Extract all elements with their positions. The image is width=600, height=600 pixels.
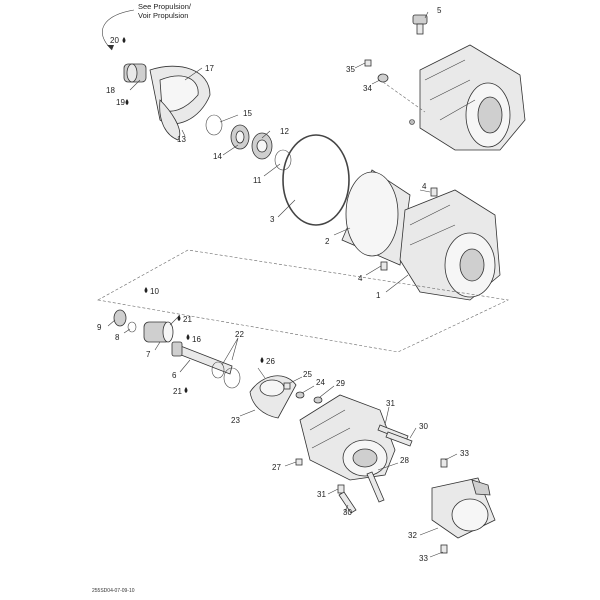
bolt-30-upper <box>385 431 413 447</box>
wear-ring-sleeve-2 <box>341 169 411 266</box>
callout-28: 28 <box>400 456 409 465</box>
callout-4-lower: 4 <box>358 274 363 283</box>
callout-30-upper: 30 <box>419 422 428 431</box>
guide-line-34 <box>382 81 426 113</box>
washer-29 <box>313 396 323 404</box>
footer-code: 255SD04-07-09-10 <box>92 588 135 594</box>
callout-19: 19 <box>116 98 125 107</box>
callout-3: 3 <box>270 215 275 224</box>
callout-10: 10 <box>150 287 159 296</box>
drop-icon <box>122 37 264 393</box>
callout-20: 20 <box>110 36 119 45</box>
callout-31-upper: 31 <box>386 399 395 408</box>
washer-34 <box>377 73 389 83</box>
callout-22: 22 <box>235 330 244 339</box>
o-ring-22-b <box>223 367 241 389</box>
bearing-7 <box>143 321 174 343</box>
callout-5: 5 <box>437 6 442 15</box>
callout-26: 26 <box>266 357 275 366</box>
screw-25 <box>283 382 291 390</box>
callout-25: 25 <box>303 370 312 379</box>
callout-7: 7 <box>146 350 151 359</box>
impeller-sleeve-18 <box>123 63 147 83</box>
venturi-housing <box>299 394 396 481</box>
o-ring-11 <box>274 149 292 171</box>
seal-12 <box>251 132 273 160</box>
callout-16: 16 <box>192 335 201 344</box>
wear-ring-3 <box>282 134 350 226</box>
callout-8: 8 <box>115 333 120 342</box>
screw-33-upper <box>440 458 448 468</box>
callout-13: 13 <box>177 135 186 144</box>
callout-34: 34 <box>363 84 372 93</box>
thrust-washer-14 <box>230 124 250 150</box>
callout-14: 14 <box>213 152 222 161</box>
grouping-outline <box>97 249 510 353</box>
vent-cap <box>412 14 428 35</box>
callout-33-lower: 33 <box>419 554 428 563</box>
callout-30-lower: 30 <box>343 508 352 517</box>
callout-33-upper: 33 <box>460 449 469 458</box>
note-arrow <box>102 9 135 51</box>
callout-21-upper: 21 <box>183 315 192 324</box>
note-line-1: See Propulsion/ <box>138 2 192 11</box>
seal-9 <box>113 309 127 327</box>
note-line-2: Voir Propulsion <box>138 11 188 20</box>
callout-31-lower: 31 <box>317 490 326 499</box>
washer-24 <box>295 391 305 399</box>
callout-32: 32 <box>408 531 417 540</box>
callout-24: 24 <box>316 378 325 387</box>
callout-29: 29 <box>336 379 345 388</box>
upper-housing <box>409 44 526 151</box>
leader-lines <box>107 11 458 558</box>
callout-labels: 1 2 3 4 4 5 6 7 8 9 10 11 12 13 14 15 16… <box>97 6 469 563</box>
callout-12: 12 <box>280 127 289 136</box>
callout-11: 11 <box>253 176 262 185</box>
callout-4-upper: 4 <box>422 182 427 191</box>
screw-27 <box>295 458 303 466</box>
screw-4-lower <box>380 261 388 271</box>
circlip-15 <box>205 114 223 136</box>
o-ring-22-a <box>211 361 225 379</box>
shaft-6 <box>171 341 233 375</box>
screw-4-upper <box>430 187 438 197</box>
callout-1: 1 <box>376 291 381 300</box>
cover-23 <box>249 375 297 419</box>
callout-35: 35 <box>346 65 355 74</box>
o-ring-8 <box>127 321 137 333</box>
nozzle-32 <box>431 477 496 539</box>
screw-33-lower <box>440 544 448 554</box>
bolt-28 <box>366 471 385 503</box>
callout-9: 9 <box>97 323 102 332</box>
bolt-30-lower <box>338 491 357 514</box>
see-propulsion-note: See Propulsion/ Voir Propulsion <box>102 2 192 51</box>
bolt-31-lower <box>337 484 345 494</box>
callout-2: 2 <box>325 237 330 246</box>
impeller-housing-1 <box>399 189 501 301</box>
screw-35 <box>364 59 372 67</box>
callout-6: 6 <box>172 371 177 380</box>
callout-27: 27 <box>272 463 281 472</box>
note-arrowhead <box>107 45 114 50</box>
callout-23: 23 <box>231 416 240 425</box>
callout-17: 17 <box>205 64 214 73</box>
callout-15: 15 <box>243 109 252 118</box>
callout-18: 18 <box>106 86 115 95</box>
callout-21-lower: 21 <box>173 387 182 396</box>
impeller-17 <box>149 65 211 141</box>
